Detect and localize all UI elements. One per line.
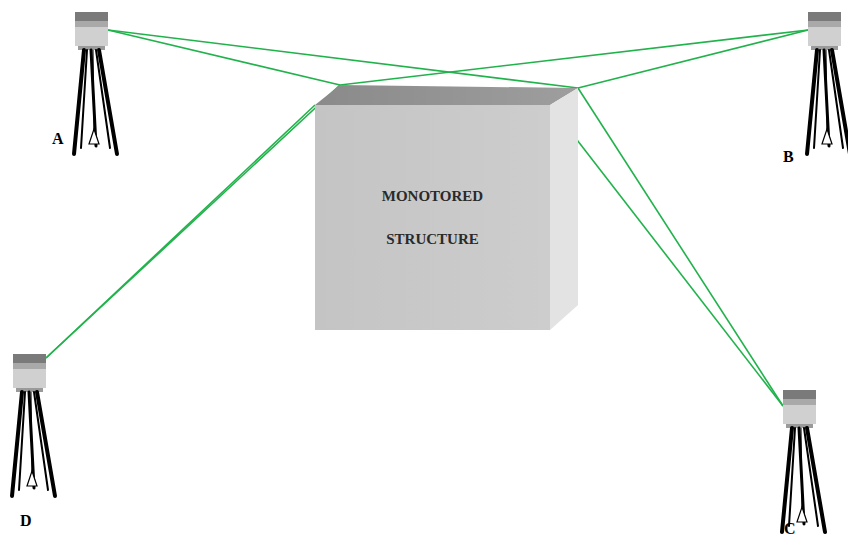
total-station-icon bbox=[783, 8, 848, 158]
total-station-icon bbox=[758, 386, 838, 536]
station-letter: D bbox=[20, 513, 32, 529]
sight-line bbox=[340, 30, 808, 85]
station-letter: B bbox=[783, 149, 794, 165]
sight-line bbox=[108, 30, 340, 85]
sight-line bbox=[108, 30, 578, 88]
total-station: C bbox=[758, 386, 838, 536]
total-station: D bbox=[0, 350, 68, 500]
station-letter: C bbox=[784, 521, 796, 537]
total-station: B bbox=[783, 8, 848, 158]
station-letter: A bbox=[52, 131, 64, 147]
sight-line bbox=[46, 85, 340, 358]
structure-label: MONOTORED STRUCTURE bbox=[382, 175, 483, 261]
sight-line bbox=[550, 105, 783, 406]
total-station: A bbox=[50, 8, 130, 158]
structure-box bbox=[315, 85, 580, 335]
sight-line bbox=[578, 30, 808, 88]
monitored-structure: MONOTORED STRUCTURE bbox=[315, 105, 550, 330]
sight-line bbox=[578, 88, 783, 406]
total-station-icon bbox=[0, 350, 68, 500]
